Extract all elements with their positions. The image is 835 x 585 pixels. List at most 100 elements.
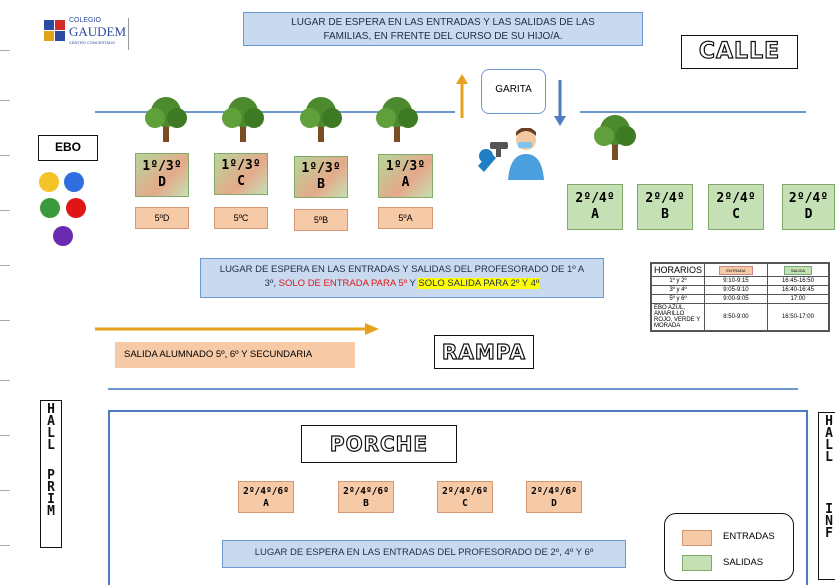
hall-inf-letter: F xyxy=(825,526,833,541)
group-label-top: 2º/4º xyxy=(575,191,615,206)
middle-banner-part-a: 3º, xyxy=(264,278,279,289)
horarios-salida-header: SALIDA xyxy=(783,265,813,275)
tree-icon xyxy=(594,115,636,160)
hall-inf-letter: A xyxy=(825,426,833,441)
group-label-top: 2º/4º/6º xyxy=(531,486,577,497)
logo-line1: COLEGIO xyxy=(69,17,101,24)
tree-icon xyxy=(376,97,418,142)
group-label-top: 2º/4º xyxy=(645,191,685,206)
group-label-top: 2º/4º/6º xyxy=(243,486,289,497)
table-cell: 9:05-9:10 xyxy=(704,285,768,295)
ebo-blue-dot xyxy=(64,172,84,192)
group-label-letter: D xyxy=(804,207,813,222)
bottom-banner: LUGAR DE ESPERA EN LAS ENTRADAS DEL PROF… xyxy=(222,540,626,568)
entry-tag-5b: 5ºB xyxy=(294,209,348,231)
table-cell: 16:45-16:50 xyxy=(766,276,830,286)
middle-banner-exit-only: SOLO SALIDA PARA 2º Y 4º xyxy=(418,278,540,289)
exit-arrow-icon xyxy=(95,323,379,335)
tree-icon xyxy=(222,97,264,142)
hall-inf-letter: I xyxy=(825,502,833,517)
hall-inf-box xyxy=(818,412,835,580)
entry-tag-5d: 5ºD xyxy=(135,207,189,229)
table-cell: 17:00 xyxy=(766,294,830,304)
ebo-label: EBO xyxy=(38,135,98,161)
group-label-letter: A xyxy=(401,175,410,190)
ebo-yellow-dot xyxy=(39,172,59,192)
hall-prim-label: H A L L P R I M xyxy=(42,402,60,519)
table-cell: EBO AZUL, AMARILLO ROJO, VERDE Y MORADA xyxy=(650,303,706,331)
table-cell: 8:50-9:00 xyxy=(704,303,768,331)
street-line-left xyxy=(95,111,455,113)
hall-prim-letter: I xyxy=(47,492,55,507)
group-label-top: 1º/3º xyxy=(221,158,261,173)
logo-line3: CENTRO CONCERTADO xyxy=(69,40,116,45)
group-label-letter: B xyxy=(363,498,369,509)
tree-icon xyxy=(300,97,342,142)
salida-alumnado-label: SALIDA ALUMNADO 5º, 6º Y SECUNDARIA xyxy=(115,342,355,368)
hall-inf-letter: N xyxy=(825,514,833,529)
group-label-letter: B xyxy=(317,177,325,192)
table-cell: 3º y 4º xyxy=(650,285,706,295)
group-label-top: 2º/4º/6º xyxy=(343,486,389,497)
temperature-check-icon xyxy=(478,128,544,180)
ebo-green-dot xyxy=(40,198,60,218)
calle-label: CALLE xyxy=(681,35,798,69)
hall-prim-box xyxy=(40,400,62,548)
hall-prim-letter: M xyxy=(47,504,55,519)
table-cell: 16:40-16:45 xyxy=(766,285,830,295)
hall-prim-letter: A xyxy=(47,414,55,429)
hall-inf-letter: L xyxy=(825,438,833,453)
hall-prim-letter: R xyxy=(47,480,55,495)
porche-label: PORCHE xyxy=(301,425,457,463)
middle-banner-part-b: Y xyxy=(407,278,419,289)
logo-icon xyxy=(44,20,65,41)
up-arrow-icon xyxy=(456,74,468,118)
group-label-top: 2º/4º/6º xyxy=(442,486,488,497)
school-logo: COLEGIO GAUDEM CENTRO CONCERTADO xyxy=(44,16,134,50)
horarios-title: HORARIOS xyxy=(650,263,706,277)
hall-inf-letter: L xyxy=(825,450,833,465)
table-cell: 9:10-9:15 xyxy=(704,276,768,286)
divider-line xyxy=(108,388,798,390)
middle-banner-entry-only: SOLO DE ENTRADA PARA 5º xyxy=(278,278,408,289)
entry-tag-5a: 5ºA xyxy=(378,207,433,229)
group-label-letter: A xyxy=(591,207,599,222)
group-label-top: 2º/4º xyxy=(716,191,756,206)
logo-name: GAUDEM xyxy=(69,24,127,39)
hall-inf-letter: H xyxy=(825,414,833,429)
group-label-top: 1º/3º xyxy=(385,159,426,174)
legend-entrada-swatch xyxy=(682,530,712,546)
hall-inf-spacer xyxy=(822,464,835,504)
group-label-letter: D xyxy=(158,175,166,190)
entry-tag-5c: 5ºC xyxy=(214,207,268,229)
group-label-letter: C xyxy=(462,498,468,509)
legend: ENTRADAS SALIDAS xyxy=(664,513,794,581)
hall-prim-letter: H xyxy=(47,402,55,417)
table-cell: 9:00-9:05 xyxy=(704,294,768,304)
porche-area xyxy=(108,410,808,585)
legend-salida-label: SALIDAS xyxy=(723,557,764,568)
middle-banner-line2: 3º, SOLO DE ENTRADA PARA 5º Y SOLO SALID… xyxy=(209,277,595,291)
street-line-right xyxy=(580,111,806,113)
horarios-entrada-header: ENTRADA xyxy=(719,265,753,275)
ebo-red-dot xyxy=(66,198,86,218)
hall-prim-letter: L xyxy=(47,438,55,453)
group-label-letter: C xyxy=(732,207,740,222)
group-label-letter: C xyxy=(237,174,245,189)
